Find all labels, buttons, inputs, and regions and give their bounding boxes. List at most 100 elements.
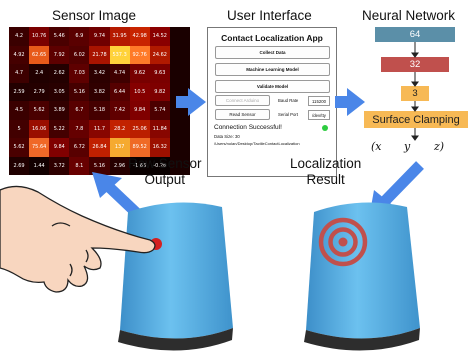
raw-sensor-caption: Raw Sensor Output xyxy=(128,156,202,188)
heatmap-cell: 5.62 xyxy=(29,101,50,120)
arrow-ui-to-network xyxy=(335,88,365,116)
app-window: Contact Localization App Collect Data Ma… xyxy=(207,27,337,177)
localization-caption-line2: Result xyxy=(306,172,345,187)
heatmap-cell: 6.02 xyxy=(69,45,90,64)
heatmap-cell: 89.52 xyxy=(129,138,150,157)
raw-sensor-caption-line2: Output xyxy=(144,172,186,187)
heatmap-cell: 7.8 xyxy=(69,119,90,138)
heatmap-cell-empty xyxy=(169,119,190,138)
heatmap-cell: 2.59 xyxy=(9,82,30,101)
heatmap-cell: 9.62 xyxy=(129,64,150,83)
heatmap-cell: 24.62 xyxy=(149,45,170,64)
localization-target-icon xyxy=(318,217,368,267)
connection-status: Connection Successful! xyxy=(214,124,282,131)
heatmap-cell: 2.96 xyxy=(109,156,130,175)
heatmap-cell: 8.1 xyxy=(69,156,90,175)
heatmap-cell: 9.84 xyxy=(129,101,150,120)
heatmap-cell-empty xyxy=(169,138,190,157)
layer-3-box: 3 xyxy=(401,86,429,101)
file-path-text: /Users/nolan/Desktop/TactileContactLocal… xyxy=(214,141,300,146)
collect-data-button[interactable]: Collect Data xyxy=(215,46,330,59)
heatmap-cell: 9.84 xyxy=(49,138,70,157)
heatmap-cell: 4.5 xyxy=(9,101,30,120)
heatmap-cell: 2.4 xyxy=(29,64,50,83)
heatmap-cell: 3.82 xyxy=(89,82,110,101)
heatmap-cell: 4.7 xyxy=(9,64,30,83)
heatmap-cell: 5.22 xyxy=(49,119,70,138)
data-size-text: Data Size: 30 xyxy=(214,134,240,139)
heatmap-cell: 5.16 xyxy=(69,82,90,101)
heatmap-cell: -1.66 xyxy=(129,156,150,175)
baud-rate-label: Baud Rate xyxy=(278,98,299,103)
output-y-label: y xyxy=(404,140,411,153)
heatmap-cell: 6.9 xyxy=(69,27,90,46)
heatmap-cell: 6.44 xyxy=(109,82,130,101)
heatmap-cell: 4.92 xyxy=(9,45,30,64)
heatmap-cell: 5.46 xyxy=(49,27,70,46)
machine-learning-model-button[interactable]: Machine Learning Model xyxy=(215,63,330,76)
heatmap-cell: 16.06 xyxy=(29,119,50,138)
heatmap-cell: 5.18 xyxy=(89,101,110,120)
layer-64-box: 64 xyxy=(375,27,455,42)
heatmap-cell: 2.69 xyxy=(9,156,30,175)
sensor-image-title: Sensor Image xyxy=(52,8,137,23)
heatmap-cell: 6.7 xyxy=(69,101,90,120)
heatmap-cell-empty xyxy=(169,64,190,83)
heatmap-cell: 11.84 xyxy=(149,119,170,138)
heatmap-cell: 16.32 xyxy=(149,138,170,157)
heatmap-cell: 28.2 xyxy=(109,119,130,138)
status-indicator-icon xyxy=(322,125,328,131)
heatmap-cell: 7.42 xyxy=(109,101,130,120)
heatmap-cell: 3.72 xyxy=(49,156,70,175)
baud-rate-field[interactable]: 115200 xyxy=(308,96,330,106)
validate-model-button[interactable]: Validate Model xyxy=(215,80,330,93)
heatmap-cell: 4.74 xyxy=(109,64,130,83)
localization-caption-line1: Localization xyxy=(290,156,362,171)
tactile-sleeve-left xyxy=(118,202,233,351)
heatmap-cell: 10.5 xyxy=(129,82,150,101)
connect-arduino-button[interactable]: Connect Arduino xyxy=(215,95,270,106)
output-z-label: z) xyxy=(434,140,445,153)
heatmap-cell: 14.52 xyxy=(149,27,170,46)
heatmap-cell: 5.62 xyxy=(9,138,30,157)
heatmap-cell: 4.2 xyxy=(9,27,30,46)
tactile-sleeve-right xyxy=(304,202,420,351)
serial-port-field[interactable]: /dev/tty xyxy=(308,110,330,120)
heatmap-cell: 9.82 xyxy=(149,82,170,101)
heatmap-cell: 26.84 xyxy=(89,138,110,157)
heatmap-cell: 10.76 xyxy=(29,27,50,46)
heatmap-cell: 6.72 xyxy=(69,138,90,157)
heatmap-cell: 3.89 xyxy=(49,101,70,120)
read-sensor-button[interactable]: Read Sensor xyxy=(215,109,270,120)
localization-caption: Localization Result xyxy=(290,156,361,188)
heatmap-cell-empty xyxy=(169,156,190,175)
heatmap-cell: 3.05 xyxy=(49,82,70,101)
heatmap-cell: 137 xyxy=(109,138,130,157)
arrow-heatmap-to-ui xyxy=(176,88,206,116)
heatmap-cell: 7.03 xyxy=(69,64,90,83)
heatmap-cell: 31.95 xyxy=(109,27,130,46)
heatmap-cell: 537.3 xyxy=(109,45,130,64)
raw-sensor-caption-line1: Raw Sensor xyxy=(128,156,202,171)
heatmap-cell: -0.26 xyxy=(149,156,170,175)
output-x-label: (x xyxy=(371,140,382,153)
heatmap-cell: 7.92 xyxy=(49,45,70,64)
heatmap-cell: 5 xyxy=(9,119,30,138)
nn-connectors xyxy=(411,42,419,141)
pointing-hand-icon xyxy=(0,185,156,293)
user-interface-title: User Interface xyxy=(227,8,312,23)
layer-32-box: 32 xyxy=(381,57,449,72)
heatmap-cell-empty xyxy=(169,27,190,46)
heatmap-cell: 2.79 xyxy=(29,82,50,101)
heatmap-cell: 3.42 xyxy=(89,64,110,83)
heatmap-cell: 1.44 xyxy=(29,156,50,175)
heatmap-cell: 92.76 xyxy=(129,45,150,64)
neural-network-title: Neural Network xyxy=(362,8,456,23)
heatmap-cell: 5.16 xyxy=(89,156,110,175)
heatmap-cell: 62.65 xyxy=(29,45,50,64)
heatmap-cell: 25.06 xyxy=(129,119,150,138)
serial-port-label: Serial Port xyxy=(278,112,299,117)
heatmap-cell: 42.98 xyxy=(129,27,150,46)
heatmap-cell: 9.63 xyxy=(149,64,170,83)
